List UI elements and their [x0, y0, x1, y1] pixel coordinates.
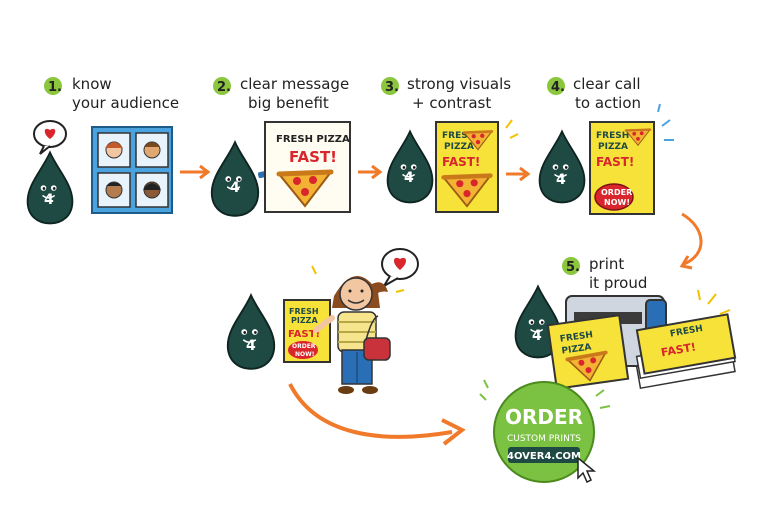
board-fast: FAST! [289, 148, 337, 166]
handed-flyer: FRESH PIZZA FAST! ORDER NOW! [283, 299, 331, 363]
order-custom-prints-button[interactable]: ORDER CUSTOM PRINTS 4OVER4.COM [479, 379, 611, 484]
flyer-fast: FAST! [442, 155, 480, 169]
flyer-stack: FRESH FAST! [635, 313, 737, 390]
step-1-title-line2: your audience [72, 94, 179, 112]
now-text: NOW! [604, 198, 630, 207]
flyer-fresh: FRESH [559, 330, 593, 345]
mascot-label: 4 [44, 192, 54, 208]
mascot-drop [210, 141, 260, 217]
cta-custom-prints: CUSTOM PRINTS [507, 434, 581, 444]
mascot-drop [386, 130, 434, 204]
cursor-pointer-icon [577, 456, 597, 484]
order-text: ORDER [292, 343, 316, 350]
step-2: 2. clear message big benefit 4 FRESH PIZ… [210, 75, 351, 217]
flyer-fresh: FRESH [596, 131, 629, 141]
step-4-title-line2: to action [575, 94, 641, 112]
arrow-3-4-head [519, 166, 531, 182]
step-1-number: 1. [48, 80, 62, 95]
mascot-label: 4 [556, 172, 566, 188]
customer-scene: 4 FRESH PIZZA FAST! ORDER NOW! [226, 248, 466, 446]
arrow-4-5-head [679, 255, 693, 270]
step-2-title-line1: clear message [240, 75, 349, 93]
mascot-label: 4 [230, 180, 240, 196]
sparkle-icon [479, 379, 611, 409]
step-2-number: 2. [217, 80, 231, 95]
step-5-title-line2: it proud [589, 274, 647, 292]
cta-url-plate [508, 447, 580, 463]
sparkle-icon [505, 119, 519, 139]
flyer-fast: FAST! [660, 340, 697, 359]
flyer-pizza: PIZZA [561, 343, 592, 357]
mascot-label: 4 [532, 328, 542, 344]
flyer-cta: FRESH PIZZA FAST! ORDER NOW! [589, 121, 655, 215]
arrow-1-2-head [199, 164, 211, 180]
flyer-fresh: FRESH [442, 131, 475, 141]
speech-bubble-heart-icon [33, 120, 67, 155]
step-5-badge [562, 257, 580, 275]
step-3-badge [381, 77, 399, 95]
handbag-icon [363, 337, 391, 361]
step-4: 4. clear call to action 4 FRESH PIZZA FA… [538, 75, 674, 215]
step-5-title-line1: print [589, 255, 624, 273]
cta-order: ORDER [505, 405, 583, 429]
speech-bubble-heart-icon [381, 248, 419, 289]
arrow-4-5 [681, 212, 703, 266]
step-4-badge [547, 77, 565, 95]
flyer-fast: FAST! [288, 329, 320, 340]
sparkle-icon [697, 289, 731, 315]
step-3: 3. strong visuals + contrast 4 FRESH PIZ… [381, 75, 519, 213]
step-1: 1. know your audience 4 [26, 75, 179, 225]
arrow-to-cta-head [441, 418, 466, 446]
step-2-title-line2: big benefit [248, 94, 329, 112]
step-4-number: 4. [551, 80, 565, 95]
step-1-title-line1: know [72, 75, 112, 93]
flyer-bold: FRESH PIZZA FAST! [435, 121, 499, 213]
flyer-pizza: PIZZA [598, 142, 628, 152]
mascot-label: 4 [404, 170, 414, 186]
step-2-badge [213, 77, 231, 95]
flyer-pizza: PIZZA [291, 316, 318, 325]
step-3-title-line2: + contrast [412, 94, 491, 112]
mascot-drop [226, 294, 276, 370]
step-5: 5. print it proud 4 FRESH PIZZA FRESH FA… [514, 255, 737, 390]
now-text: NOW! [295, 351, 314, 358]
step-5-number: 5. [566, 260, 580, 275]
arrow-2-3-head [371, 164, 383, 180]
happy-customer [311, 265, 405, 394]
flyer-pizza: PIZZA [444, 142, 474, 152]
step-3-number: 3. [385, 80, 399, 95]
sparkle-icon [657, 103, 674, 141]
board-headline: FRESH PIZZA [276, 134, 350, 145]
mascot-drop [26, 151, 74, 225]
step-3-title-line1: strong visuals [407, 75, 511, 93]
mascot-drop [538, 130, 586, 204]
printed-flyer: FRESH PIZZA [546, 314, 630, 390]
order-text: ORDER [601, 188, 632, 197]
step-1-badge [44, 77, 62, 95]
mascot-label: 4 [246, 338, 256, 354]
step-4-title-line1: clear call [573, 75, 641, 93]
flyer-fresh: FRESH [289, 307, 319, 316]
message-board: FRESH PIZZA FAST! [264, 121, 351, 213]
audience-board [91, 126, 173, 214]
arrow-to-cta [288, 383, 453, 439]
cta-url[interactable]: 4OVER4.COM [507, 451, 581, 462]
flyer-fast: FAST! [596, 155, 634, 169]
order-now-badge [594, 183, 634, 211]
